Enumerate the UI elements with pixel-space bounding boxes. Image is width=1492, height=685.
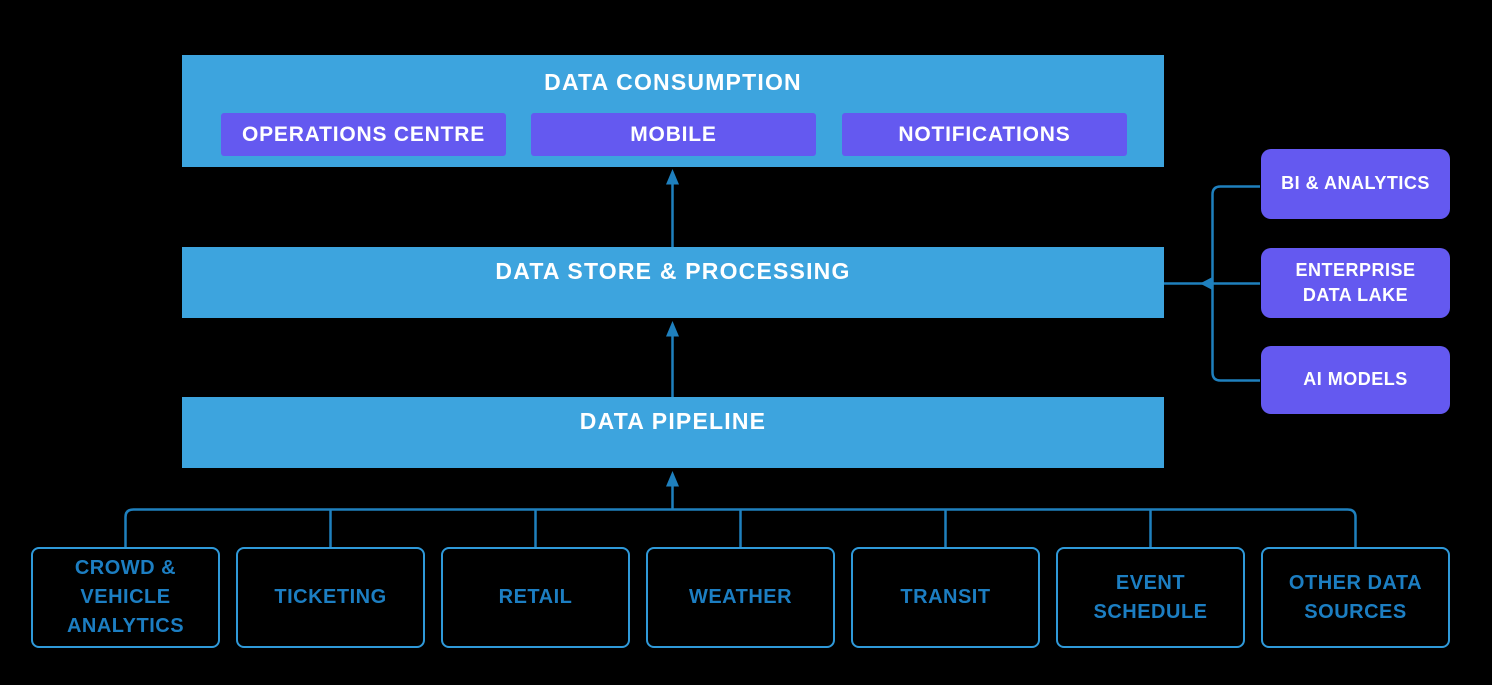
source-box-weather: WEATHER <box>646 547 835 648</box>
channel-operations-centre: OPERATIONS CENTRE <box>221 113 506 156</box>
left-arrowhead-icon <box>1200 277 1212 290</box>
source-label: WEATHER <box>688 586 793 608</box>
source-label: TRANSIT <box>900 586 991 608</box>
layer-title: DATA STORE & PROCESSING <box>495 258 851 284</box>
source-label: RETAIL <box>498 586 573 608</box>
arrow-sources-to-pipeline <box>666 471 679 510</box>
output-box-bi-analytics: BI & ANALYTICS <box>1261 149 1450 219</box>
source-bus-line <box>124 508 1357 548</box>
source-box-event-schedule: EVENT SCHEDULE <box>1056 547 1245 648</box>
source-box-crowd-vehicle-analytics: CROWD & VEHICLE ANALYTICS <box>31 547 220 648</box>
source-box-retail: RETAIL <box>441 547 630 648</box>
channel-mobile: MOBILE <box>531 113 816 156</box>
layer-title: DATA PIPELINE <box>579 408 767 434</box>
outputs-bracket-connector <box>1164 185 1260 382</box>
channel-notifications: NOTIFICATIONS <box>842 113 1127 156</box>
channel-label: NOTIFICATIONS <box>898 122 1071 146</box>
channel-label: MOBILE <box>630 122 717 146</box>
output-label: AI MODELS <box>1303 369 1408 390</box>
layer-data-consumption: DATA CONSUMPTION OPERATIONS CENTRE MOBIL… <box>182 55 1164 167</box>
layer-title: DATA CONSUMPTION <box>544 69 802 95</box>
arrow-store-to-consumption <box>666 169 679 247</box>
source-label: CROWD & VEHICLE ANALYTICS <box>66 557 185 637</box>
output-box-ai-models: AI MODELS <box>1261 346 1450 414</box>
channel-label: OPERATIONS CENTRE <box>241 122 486 146</box>
arrow-pipeline-to-store <box>666 321 679 397</box>
source-box-ticketing: TICKETING <box>236 547 425 648</box>
source-label: TICKETING <box>274 586 387 608</box>
layer-data-pipeline: DATA PIPELINE <box>182 397 1164 468</box>
source-label: EVENT SCHEDULE <box>1093 571 1208 623</box>
layer-data-store-processing: DATA STORE & PROCESSING <box>182 247 1164 318</box>
source-label: OTHER DATA SOURCES <box>1288 571 1423 623</box>
output-label: BI & ANALYTICS <box>1281 173 1430 194</box>
source-box-other-data-sources: OTHER DATA SOURCES <box>1261 547 1450 648</box>
output-label: ENTERPRISE DATA LAKE <box>1295 259 1416 305</box>
source-box-transit: TRANSIT <box>851 547 1040 648</box>
output-box-enterprise-data-lake: ENTERPRISE DATA LAKE <box>1261 248 1450 318</box>
